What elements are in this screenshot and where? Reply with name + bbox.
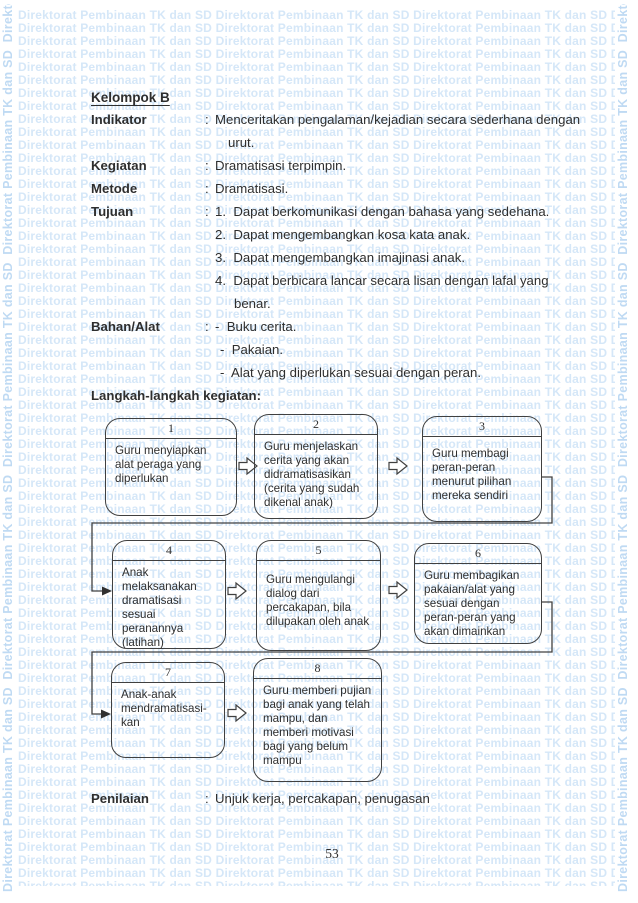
connector-line [91,476,553,592]
step-number: 5 [257,541,380,561]
def-value: - Buku cerita. - Pakaian. - Alat yang di… [215,315,573,384]
text-line: - Alat yang diperlukan sesuai dengan per… [220,365,481,380]
step-number: 4 [113,541,225,561]
colon-separator: : [205,791,209,806]
arrowhead-icon [101,709,111,719]
text-line: Dramatisasi. [215,181,289,196]
step-number: 1 [106,419,236,439]
page-title: Kelompok B [91,90,170,105]
step-text: Guru menyiapkan alat peraga yang diperlu… [115,444,207,485]
connector-line [91,601,553,715]
flow-box-5: 5 Guru mengulangi dialog dari percakapan… [256,540,381,651]
colon-separator: : [205,112,209,127]
colon-separator: : [205,204,209,219]
def-label: Indikator [91,112,147,127]
hollow-arrow-icon [388,580,408,600]
def-row-kegiatan: Kegiatan : Dramatisasi terpimpin. [91,154,573,177]
arrowhead-icon [102,586,112,596]
flow-box-2: 2 Guru menjelaskan cerita yang akan didr… [254,414,378,519]
hollow-arrow-icon [238,456,258,476]
step-text: Guru mengulangi dialog dari percakapan, … [266,573,370,628]
flow-box-1: 1 Guru menyiapkan alat peraga yang diper… [105,418,237,516]
def-row-indikator: Indikator : Menceritakan pengalaman/keja… [91,108,580,154]
definition-list: Indikator : Menceritakan pengalaman/keja… [91,108,580,407]
text-line: urut. [228,135,255,150]
step-text: Anak melaksanakan dramatisasi sesuai per… [122,566,197,649]
step-text: Anak-anak mendramatisasi-kan [121,688,207,729]
def-label: Tujuan [91,204,134,219]
text-line: - Pakaian. [220,342,284,357]
text-line: 4. Dapat berbicara lancar secara lisan d… [215,273,549,288]
def-value: Dramatisasi terpimpin. [215,154,573,177]
step-number: 2 [255,415,377,435]
flowchart-connectors [91,456,553,723]
def-row-tujuan: Tujuan : 1. Dapat berkomunikasi dengan b… [91,200,573,315]
text-line: Dramatisasi terpimpin. [215,158,347,173]
text-line: benar. [234,296,271,311]
flowchart: 1 Guru menyiapkan alat peraga yang diper… [85,400,563,792]
text-line: Menceritakan pengalaman/kejadian secara … [215,112,581,127]
def-row-metode: Metode : Dramatisasi. [91,177,573,200]
step-text: Guru menjelaskan cerita yang akan didram… [264,440,360,509]
def-label: Metode [91,181,138,196]
def-label: Penilaian [91,791,149,806]
def-value: Menceritakan pengalaman/kejadian secara … [215,108,580,154]
hollow-arrow-icon [227,703,247,723]
flow-box-3: 3 Guru membagi peran-peran menurut pilih… [422,416,542,522]
flow-box-4: 4 Anak melaksanakan dramatisasi sesuai p… [112,540,226,649]
steps-heading: Langkah-langkah kegiatan: [91,388,262,403]
def-label: Bahan/Alat [91,319,160,334]
page-number: 53 [325,846,339,861]
def-label: Kegiatan [91,158,147,173]
def-value: 1. Dapat berkomunikasi dengan bahasa yan… [215,200,573,315]
def-value: Dramatisasi. [215,177,573,200]
text-line: - Buku cerita. [215,319,297,334]
step-number: 7 [112,663,224,683]
hollow-arrow-icon [388,456,408,476]
def-row-bahan-alat: Bahan/Alat : - Buku cerita. - Pakaian. -… [91,315,573,384]
text-line: 1. Dapat berkomunikasi dengan bahasa yan… [215,204,550,219]
colon-separator: : [205,158,209,173]
step-text: Guru membagi peran-peran menurut pilihan… [432,447,512,502]
step-text: Guru membagikan pakaian/alat yang sesuai… [424,569,520,638]
def-value: Unjuk kerja, percakapan, penugasan [215,787,573,810]
flow-box-7: 7 Anak-anak mendramatisasi-kan [111,662,225,758]
text-line: 3. Dapat mengembangkan imajinasi anak. [215,250,465,265]
flow-box-6: 6 Guru membagikan pakaian/alat yang sesu… [414,543,542,644]
step-number: 8 [254,659,381,679]
text-line: 2. Dapat mengembangkan kosa kata anak. [215,227,471,242]
step-number: 6 [415,544,541,564]
hollow-arrow-icon [227,581,247,601]
flow-box-8: 8 Guru memberi pujian bagi anak yang tel… [253,658,382,782]
step-number: 3 [423,417,541,437]
text-line: Unjuk kerja, percakapan, penugasan [215,791,430,806]
colon-separator: : [205,319,209,334]
colon-separator: : [205,181,209,196]
step-text: Guru memberi pujian bagi anak yang telah… [263,684,372,767]
def-row-penilaian: Penilaian : Unjuk kerja, percakapan, pen… [91,787,573,810]
